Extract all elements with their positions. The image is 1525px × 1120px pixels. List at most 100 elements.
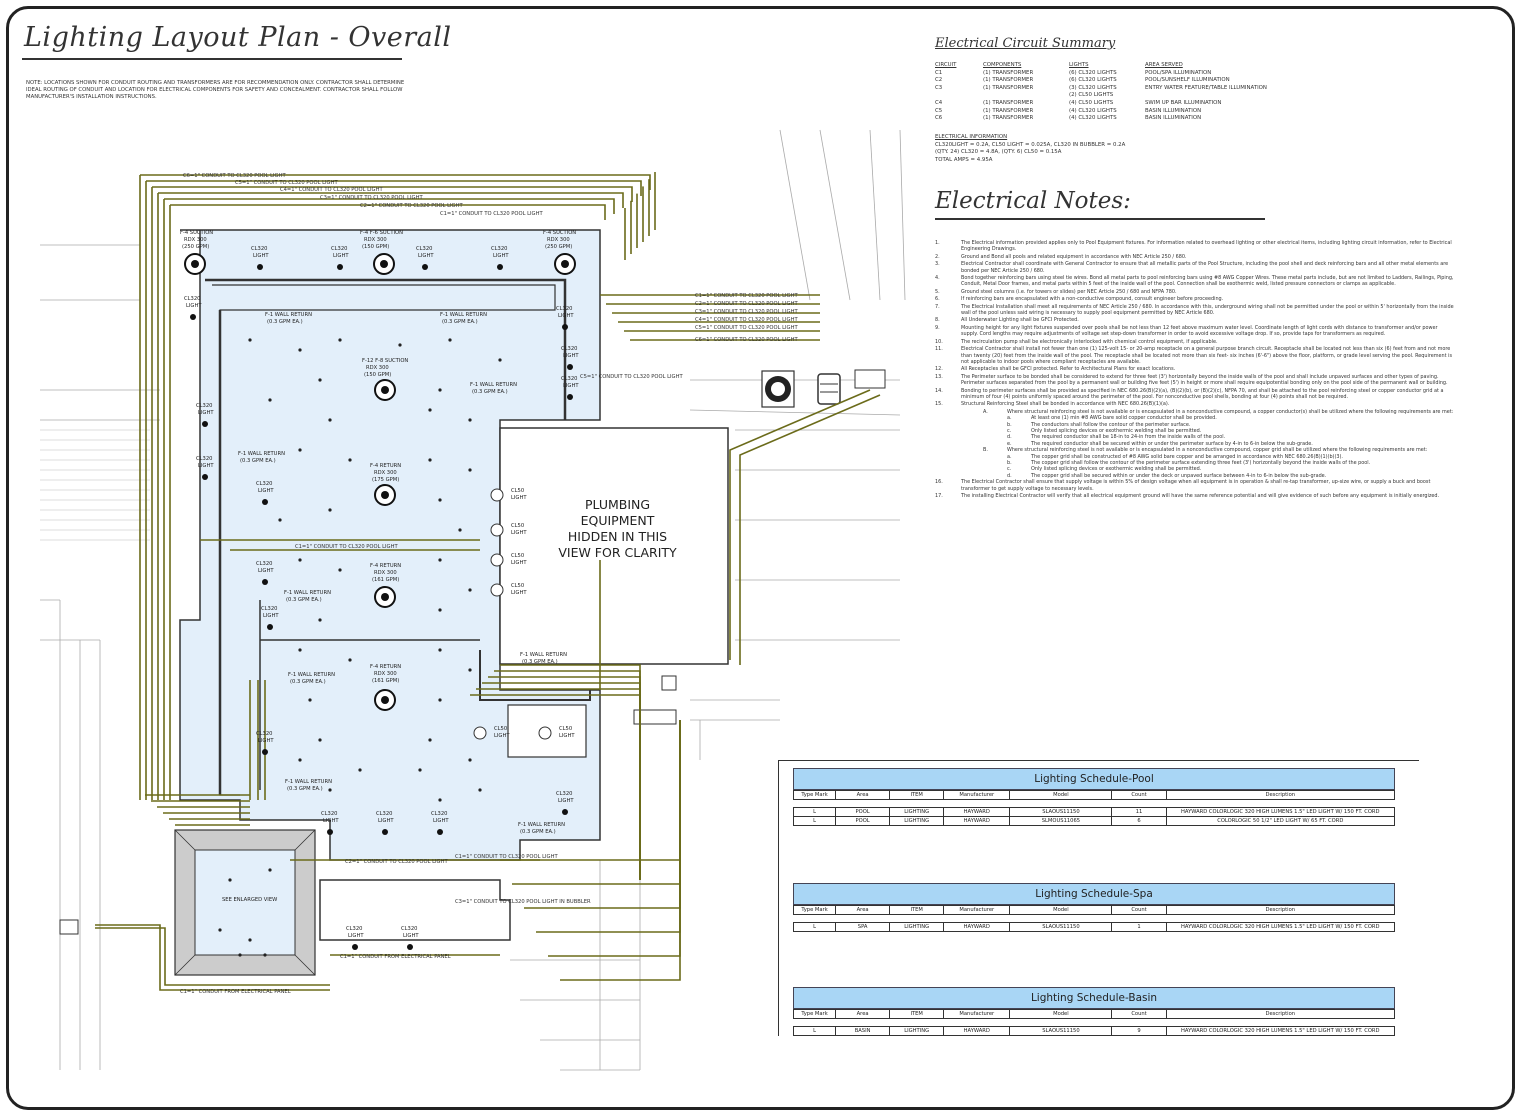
note-number: 12. bbox=[935, 366, 943, 373]
note-item: 3.Electrical Contractor shall coordinate… bbox=[935, 261, 1455, 274]
note-number: 3. bbox=[935, 261, 940, 268]
electrical-info-line: CL320LIGHT = 0.2A, CL50 LIGHT = 0.025A, … bbox=[935, 141, 1126, 148]
spa-water bbox=[194, 849, 296, 956]
conduit-run bbox=[170, 204, 606, 220]
light-label: LIGHT bbox=[258, 568, 274, 574]
light-label: LIGHT bbox=[563, 383, 579, 389]
light-label: CL50 bbox=[559, 726, 572, 732]
schedule-column-header: Area bbox=[835, 1009, 891, 1019]
note-text: The required conductor shall be 18-in to… bbox=[1031, 434, 1226, 441]
light-label: CL320 bbox=[196, 456, 212, 462]
conduit-label: C1=1" CONDUIT FROM ELECTRICAL PANEL bbox=[180, 989, 291, 995]
note-number: 2. bbox=[935, 253, 940, 260]
note-number: 11. bbox=[935, 346, 943, 353]
conduit-run bbox=[146, 180, 642, 196]
summary-header: CIRCUIT bbox=[935, 62, 957, 68]
schedule-column-header: Count bbox=[1111, 1009, 1167, 1019]
summary-cell bbox=[1145, 92, 1273, 100]
light-label: LIGHT bbox=[333, 253, 349, 259]
light-label: LIGHT bbox=[558, 313, 574, 319]
drain-flow: (150 GPM) bbox=[362, 244, 389, 250]
schedule-cell: L bbox=[792, 816, 837, 826]
schedule-cell: LIGHTING bbox=[889, 807, 945, 817]
note-item: 2.Ground and Bond all pools and related … bbox=[935, 254, 1455, 260]
conduit-label: C1=1" CONDUIT TO CL320 POOL LIGHT bbox=[695, 293, 798, 299]
schedule-title: Lighting Schedule-Pool bbox=[793, 768, 1395, 790]
floor-return bbox=[438, 798, 442, 802]
schedule-cell: SLAOUS11150 bbox=[1009, 922, 1113, 932]
wall-return-code: F-1 WALL RETURN bbox=[288, 672, 335, 678]
schedule-cell: LIGHTING bbox=[889, 922, 945, 932]
cl320-light: CL320LIGHT bbox=[556, 791, 574, 815]
note-number: 15. bbox=[935, 401, 943, 408]
wall-return-flow: (0.3 GPM EA.) bbox=[522, 659, 558, 665]
conduit-label: C4=1" CONDUIT TO CL320 POOL LIGHT bbox=[280, 187, 383, 193]
floor-return bbox=[278, 518, 282, 522]
conduit-label: C6=1" CONDUIT TO CL320 POOL LIGHT bbox=[183, 173, 286, 179]
note-item: 8.All Underwater Lighting shall be GFCI … bbox=[935, 317, 1455, 323]
note-item: 14.Bonding to perimeter surfaces shall b… bbox=[935, 388, 1455, 401]
note-item: 12.All Receptacles shall be GFCI protect… bbox=[935, 366, 1455, 372]
note-item: e.The required conductor shall be secure… bbox=[1007, 441, 1455, 447]
light-label: CL320 bbox=[256, 561, 272, 567]
summary-cell: (2) CL50 LIGHTS bbox=[1069, 92, 1114, 99]
note-text: The Perimeter surface to be bonded shall… bbox=[961, 373, 1448, 387]
note-text: The copper grid shall be secured within … bbox=[1031, 472, 1327, 479]
cl320-light: CL320LIGHT bbox=[256, 481, 274, 505]
summary-cell: C2 bbox=[935, 77, 943, 84]
note-item: A.Where structural reinforcing steel is … bbox=[983, 409, 1455, 415]
wall-return-flow: (0.3 GPM EA.) bbox=[240, 458, 276, 464]
floor-return bbox=[338, 338, 342, 342]
conduit-run bbox=[152, 186, 633, 202]
floor-return bbox=[298, 758, 302, 762]
note-number: b. bbox=[1007, 421, 1012, 428]
conduit-runs bbox=[95, 172, 881, 991]
floor-return bbox=[318, 378, 322, 382]
conduit-run bbox=[739, 394, 881, 665]
schedule-cell: 11 bbox=[1111, 807, 1167, 817]
conduit-label: C5=1" CONDUIT TO CL320 POOL LIGHT bbox=[580, 374, 683, 380]
light-label: LIGHT bbox=[558, 798, 574, 804]
summary-cell: (6) CL320 LIGHTS bbox=[1069, 77, 1117, 84]
note-number: 5. bbox=[935, 288, 940, 295]
note-text: Only listed splicing devices or exotherm… bbox=[1031, 466, 1202, 473]
note-item: 7.The Electrical Installation shall meet… bbox=[935, 304, 1455, 317]
light-label: LIGHT bbox=[563, 353, 579, 359]
schedule-cell: 6 bbox=[1111, 816, 1167, 826]
light-label: CL50 bbox=[511, 583, 524, 589]
floor-return bbox=[268, 398, 272, 402]
drain-model: RDX 300 bbox=[374, 470, 397, 476]
light-label: LIGHT bbox=[433, 818, 449, 824]
see-enlarged-label: SEE ENLARGED VIEW bbox=[222, 897, 277, 903]
note-item: b.The conductors shall follow the contou… bbox=[1007, 422, 1455, 428]
wall-return-code: F-1 WALL RETURN bbox=[238, 451, 285, 457]
conduit-label: C6=1" CONDUIT TO CL320 POOL LIGHT bbox=[695, 337, 798, 343]
schedule-column-header: Count bbox=[1111, 905, 1167, 915]
summary-cell: (1) TRANSFORMER bbox=[983, 69, 1034, 76]
wall-return-flow: (0.3 GPM EA.) bbox=[520, 829, 556, 835]
conduit-label: C3=1" CONDUIT TO CL320 POOL LIGHT IN BUB… bbox=[455, 899, 591, 905]
summary-cell: C4 bbox=[935, 99, 943, 106]
floor-return bbox=[458, 528, 462, 532]
cl320-light: CL320LIGHT bbox=[256, 731, 274, 755]
note-number: 4. bbox=[935, 275, 940, 282]
light-label: CL320 bbox=[401, 926, 417, 932]
conduit-run bbox=[95, 924, 330, 991]
light-label: LIGHT bbox=[258, 738, 274, 744]
note-number: A. bbox=[983, 408, 988, 415]
cl320-light: CL320LIGHT bbox=[251, 246, 269, 270]
conduit-label: C1=1" CONDUIT TO CL320 POOL LIGHT bbox=[440, 211, 543, 217]
routing-note: NOTE: LOCATIONS SHOWN FOR CONDUIT ROUTIN… bbox=[26, 80, 405, 100]
summary-cell: (3) CL320 LIGHTS bbox=[1069, 84, 1117, 91]
note-text: Only listed splicing devices or exotherm… bbox=[1031, 427, 1202, 434]
note-number: 1. bbox=[935, 240, 940, 246]
light-label: CL320 bbox=[331, 246, 347, 252]
light-label: CL320 bbox=[556, 306, 572, 312]
